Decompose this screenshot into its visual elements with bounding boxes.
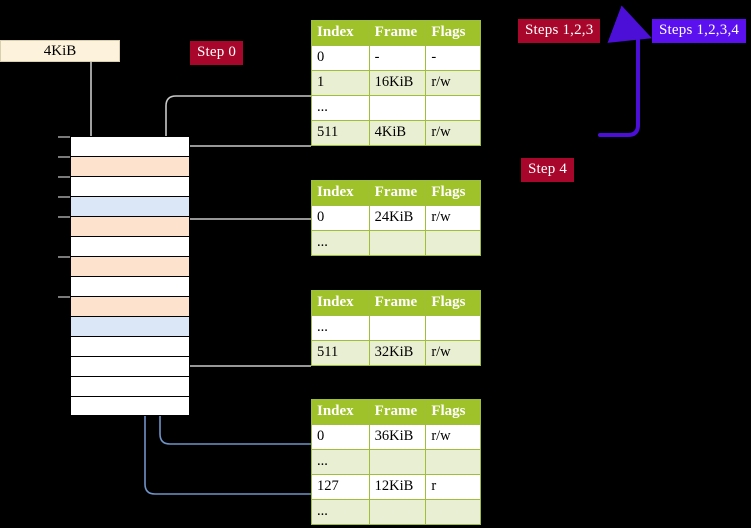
cell-frame xyxy=(368,95,427,121)
memory-row-tick xyxy=(58,296,70,298)
column-header-frame: Frame xyxy=(368,180,427,206)
column-header-flags: Flags xyxy=(425,180,481,206)
memory-frame-row xyxy=(70,136,190,156)
memory-row-tick xyxy=(58,176,70,178)
cell-flags xyxy=(425,95,481,121)
memory-row-tick xyxy=(58,136,70,138)
table-row: 0-- xyxy=(311,45,481,71)
memory-frame-row xyxy=(70,396,190,416)
wire-pdpt-row0-to-memory xyxy=(174,218,311,277)
column-header-flags: Flags xyxy=(425,20,481,46)
column-header-frame: Frame xyxy=(368,399,427,425)
column-header-index: Index xyxy=(311,290,370,316)
memory-frame-row xyxy=(70,256,190,276)
badge-steps-123: Steps 1,2,3 xyxy=(518,19,601,43)
cell-flags xyxy=(425,315,481,341)
memory-frame-row xyxy=(70,296,190,316)
memory-frame-row xyxy=(70,316,190,336)
wire-pml4-row1-to-memory xyxy=(164,95,311,152)
cell-flags: r/w xyxy=(425,70,481,96)
size-label-box: 4KiB xyxy=(0,40,120,62)
memory-frame-row xyxy=(70,216,190,236)
table-row: ... xyxy=(311,230,481,256)
table-row: ... xyxy=(311,315,481,341)
cell-frame: 36KiB xyxy=(368,424,427,450)
memory-column xyxy=(70,136,190,416)
cell-flags xyxy=(425,499,481,525)
memory-row-tick xyxy=(58,256,70,258)
cell-flags: r/w xyxy=(425,120,481,146)
cell-index: 0 xyxy=(311,424,370,450)
column-header-flags: Flags xyxy=(425,290,481,316)
cell-index: 0 xyxy=(311,205,370,231)
badge-step-4: Step 4 xyxy=(521,158,575,182)
cell-index: ... xyxy=(311,315,370,341)
cell-flags xyxy=(425,230,481,256)
table-row: ... xyxy=(311,499,481,525)
cell-index: ... xyxy=(311,499,370,525)
badge-step-0: Step 0 xyxy=(190,41,244,65)
column-header-frame: Frame xyxy=(368,290,427,316)
cell-frame xyxy=(368,499,427,525)
memory-row-tick xyxy=(58,196,70,198)
cell-frame xyxy=(368,449,427,475)
cell-frame: - xyxy=(368,45,427,71)
cell-frame xyxy=(368,230,427,256)
wire-pd-row511-to-memory xyxy=(174,311,311,367)
cell-index: 0 xyxy=(311,45,370,71)
column-header-flags: Flags xyxy=(425,399,481,425)
wire-pt-row127-to-memory xyxy=(143,205,311,495)
wire-pt-row0-to-memory xyxy=(158,333,311,445)
wire-pml4-row511-to-memory xyxy=(174,145,311,205)
column-header-frame: Frame xyxy=(368,20,427,46)
cell-frame: 16KiB xyxy=(368,70,427,96)
cell-flags: - xyxy=(425,45,481,71)
memory-frame-row xyxy=(70,376,190,396)
cell-frame: 12KiB xyxy=(368,474,427,500)
cell-frame: 32KiB xyxy=(368,340,427,366)
memory-frame-row xyxy=(70,236,190,256)
memory-frame-row xyxy=(70,276,190,296)
memory-frame-row xyxy=(70,336,190,356)
column-header-index: Index xyxy=(311,20,370,46)
cell-flags: r/w xyxy=(425,424,481,450)
bracket-arrow-icon xyxy=(598,5,652,137)
memory-frame-row xyxy=(70,356,190,376)
cell-frame: 24KiB xyxy=(368,205,427,231)
cell-flags: r xyxy=(425,474,481,500)
cell-index: 1 xyxy=(311,70,370,96)
column-header-index: Index xyxy=(311,180,370,206)
cell-index: ... xyxy=(311,230,370,256)
cell-frame: 4KiB xyxy=(368,120,427,146)
memory-tick-marks xyxy=(58,136,72,416)
badge-steps-1234: Steps 1,2,3,4 xyxy=(652,19,747,43)
cell-index: ... xyxy=(311,449,370,475)
memory-frame-row xyxy=(70,156,190,176)
memory-frame-row xyxy=(70,196,190,216)
cell-flags: r/w xyxy=(425,340,481,366)
table-row: ... xyxy=(311,449,481,475)
cell-flags: r/w xyxy=(425,205,481,231)
table-row: ... xyxy=(311,95,481,121)
cell-index: 511 xyxy=(311,120,370,146)
column-header-index: Index xyxy=(311,399,370,425)
memory-row-tick xyxy=(58,216,70,218)
cell-frame xyxy=(368,315,427,341)
cell-index: ... xyxy=(311,95,370,121)
cell-flags xyxy=(425,449,481,475)
memory-row-tick xyxy=(58,156,70,158)
cell-index: 511 xyxy=(311,340,370,366)
cell-index: 127 xyxy=(311,474,370,500)
memory-frame-row xyxy=(70,176,190,196)
